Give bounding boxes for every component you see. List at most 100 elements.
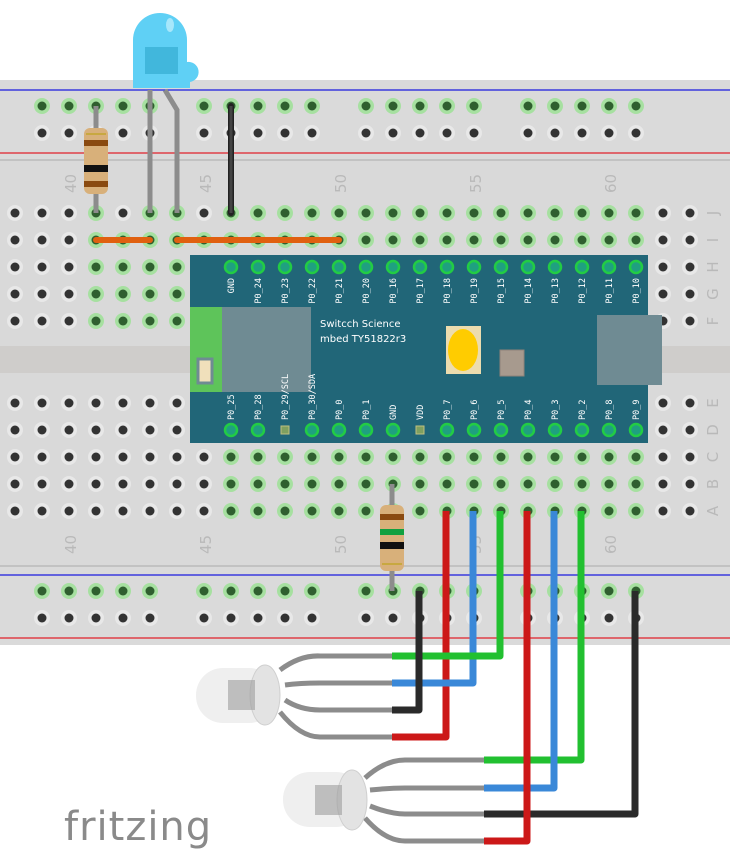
breadboard-hole[interactable] bbox=[196, 449, 212, 465]
breadboard-hole-connected[interactable] bbox=[304, 583, 320, 599]
breadboard-hole[interactable] bbox=[61, 125, 77, 141]
breadboard-hole[interactable] bbox=[34, 422, 50, 438]
breadboard-hole-connected[interactable] bbox=[601, 503, 617, 519]
breadboard-hole-connected[interactable] bbox=[574, 205, 590, 221]
board-pin[interactable] bbox=[358, 422, 374, 438]
breadboard-hole[interactable] bbox=[304, 610, 320, 626]
breadboard-hole[interactable] bbox=[61, 232, 77, 248]
breadboard-hole[interactable] bbox=[7, 313, 23, 329]
breadboard-hole[interactable] bbox=[7, 205, 23, 221]
breadboard-hole-connected[interactable] bbox=[601, 476, 617, 492]
breadboard-hole-connected[interactable] bbox=[574, 449, 590, 465]
board-pin[interactable] bbox=[466, 422, 482, 438]
breadboard-hole-connected[interactable] bbox=[304, 98, 320, 114]
breadboard-hole-connected[interactable] bbox=[574, 98, 590, 114]
breadboard-hole[interactable] bbox=[7, 476, 23, 492]
breadboard-hole-connected[interactable] bbox=[439, 232, 455, 248]
breadboard-hole[interactable] bbox=[115, 449, 131, 465]
breadboard-hole[interactable] bbox=[277, 125, 293, 141]
breadboard-hole-connected[interactable] bbox=[169, 259, 185, 275]
breadboard-hole-connected[interactable] bbox=[574, 476, 590, 492]
breadboard-hole[interactable] bbox=[196, 205, 212, 221]
breadboard-hole-connected[interactable] bbox=[277, 583, 293, 599]
wire-black-gnd-2[interactable] bbox=[484, 591, 639, 818]
breadboard-hole[interactable] bbox=[34, 476, 50, 492]
breadboard-hole[interactable] bbox=[7, 422, 23, 438]
breadboard-hole[interactable] bbox=[7, 503, 23, 519]
breadboard-hole-connected[interactable] bbox=[169, 313, 185, 329]
breadboard-hole-connected[interactable] bbox=[250, 476, 266, 492]
breadboard-hole-connected[interactable] bbox=[277, 503, 293, 519]
wire-black-gnd-1[interactable] bbox=[392, 591, 423, 714]
breadboard-hole-connected[interactable] bbox=[277, 98, 293, 114]
breadboard-hole[interactable] bbox=[88, 476, 104, 492]
board-pin[interactable] bbox=[628, 422, 644, 438]
board-pin[interactable] bbox=[466, 259, 482, 275]
breadboard-hole-connected[interactable] bbox=[601, 205, 617, 221]
breadboard-hole-connected[interactable] bbox=[466, 476, 482, 492]
breadboard-hole-connected[interactable] bbox=[412, 476, 428, 492]
breadboard-hole[interactable] bbox=[88, 395, 104, 411]
breadboard-hole-connected[interactable] bbox=[412, 449, 428, 465]
breadboard-hole-connected[interactable] bbox=[115, 98, 131, 114]
breadboard-hole-connected[interactable] bbox=[358, 503, 374, 519]
breadboard-hole-connected[interactable] bbox=[385, 449, 401, 465]
breadboard-hole[interactable] bbox=[115, 610, 131, 626]
rgb-led-1[interactable] bbox=[196, 653, 392, 740]
breadboard-hole-connected[interactable] bbox=[196, 98, 212, 114]
breadboard-hole[interactable] bbox=[682, 422, 698, 438]
breadboard-hole-connected[interactable] bbox=[520, 232, 536, 248]
board-pin[interactable] bbox=[223, 259, 239, 275]
breadboard-hole[interactable] bbox=[61, 395, 77, 411]
breadboard-hole[interactable] bbox=[61, 259, 77, 275]
breadboard-hole[interactable] bbox=[7, 395, 23, 411]
breadboard-hole-connected[interactable] bbox=[358, 449, 374, 465]
breadboard-hole[interactable] bbox=[34, 503, 50, 519]
breadboard-hole-connected[interactable] bbox=[628, 449, 644, 465]
breadboard-hole[interactable] bbox=[439, 125, 455, 141]
breadboard-hole-connected[interactable] bbox=[385, 98, 401, 114]
board-pin[interactable] bbox=[493, 422, 509, 438]
breadboard-hole[interactable] bbox=[223, 610, 239, 626]
breadboard-hole-connected[interactable] bbox=[493, 232, 509, 248]
board-pin[interactable] bbox=[223, 422, 239, 438]
breadboard-hole-connected[interactable] bbox=[547, 476, 563, 492]
breadboard-hole-connected[interactable] bbox=[520, 205, 536, 221]
breadboard-hole-connected[interactable] bbox=[520, 449, 536, 465]
breadboard-hole[interactable] bbox=[88, 449, 104, 465]
breadboard-hole[interactable] bbox=[142, 503, 158, 519]
breadboard-hole[interactable] bbox=[655, 449, 671, 465]
breadboard-hole[interactable] bbox=[169, 395, 185, 411]
breadboard-hole-connected[interactable] bbox=[304, 205, 320, 221]
breadboard-hole[interactable] bbox=[169, 503, 185, 519]
breadboard-hole-connected[interactable] bbox=[142, 286, 158, 302]
breadboard-hole-connected[interactable] bbox=[142, 313, 158, 329]
breadboard-hole-connected[interactable] bbox=[358, 98, 374, 114]
breadboard-hole[interactable] bbox=[7, 286, 23, 302]
breadboard-hole-connected[interactable] bbox=[277, 476, 293, 492]
wire-red-p07[interactable] bbox=[392, 511, 450, 741]
breadboard-hole[interactable] bbox=[277, 610, 293, 626]
breadboard-hole[interactable] bbox=[682, 395, 698, 411]
breadboard-hole-connected[interactable] bbox=[142, 259, 158, 275]
breadboard-hole-connected[interactable] bbox=[34, 98, 50, 114]
breadboard-hole-connected[interactable] bbox=[628, 476, 644, 492]
breadboard-hole-connected[interactable] bbox=[61, 583, 77, 599]
breadboard-hole-connected[interactable] bbox=[466, 205, 482, 221]
breadboard-hole-connected[interactable] bbox=[439, 205, 455, 221]
board-pin[interactable] bbox=[439, 259, 455, 275]
resistor-bottom[interactable] bbox=[380, 484, 404, 591]
board-pin[interactable] bbox=[331, 259, 347, 275]
board-pin[interactable] bbox=[439, 422, 455, 438]
breadboard-hole-connected[interactable] bbox=[412, 98, 428, 114]
breadboard-hole[interactable] bbox=[115, 422, 131, 438]
breadboard-hole[interactable] bbox=[520, 125, 536, 141]
breadboard-hole-connected[interactable] bbox=[223, 583, 239, 599]
breadboard-hole-connected[interactable] bbox=[385, 205, 401, 221]
breadboard-hole-connected[interactable] bbox=[331, 476, 347, 492]
breadboard-hole[interactable] bbox=[34, 449, 50, 465]
breadboard-hole-connected[interactable] bbox=[61, 98, 77, 114]
breadboard-hole[interactable] bbox=[385, 125, 401, 141]
wire-blue-p03[interactable] bbox=[484, 511, 558, 792]
breadboard-hole[interactable] bbox=[61, 610, 77, 626]
